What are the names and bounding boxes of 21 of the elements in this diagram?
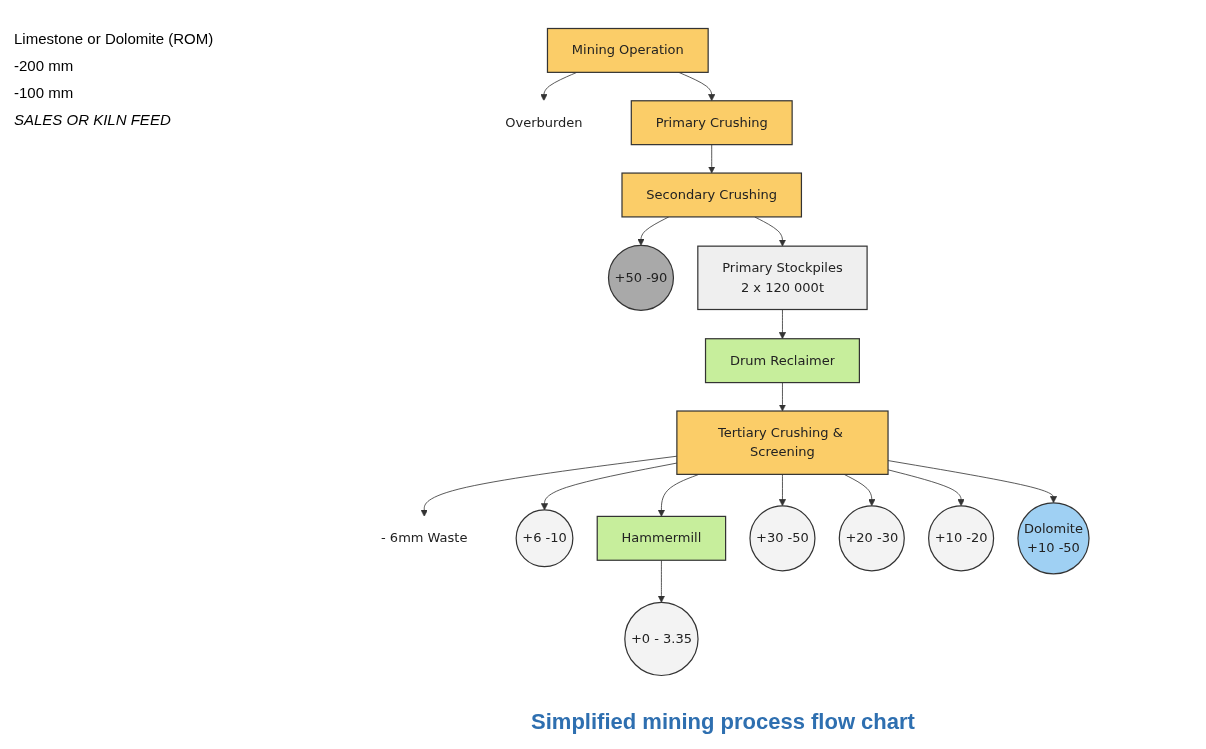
node-circle: +50 -90 (608, 244, 675, 311)
annotation-text: -200 mm (14, 57, 75, 74)
node-circle: Dolomite +10 -50 (1017, 501, 1090, 574)
node-circle: +6 -10 (515, 508, 574, 567)
node-circle: +10 -20 (928, 504, 995, 571)
node-box: Primary Stockpiles 2 x 120 000t (697, 245, 868, 310)
node-circle: +30 -50 (749, 504, 816, 571)
annotation-text: -100 mm (14, 84, 75, 101)
node-box: Mining Operation (547, 27, 709, 73)
node-box: Hammermill (596, 515, 727, 561)
node-box: Secondary Crushing (621, 171, 803, 218)
node-box: Drum Reclaimer (705, 337, 861, 383)
annotation-text: Limestone or Dolomite (ROM) (14, 30, 215, 47)
node-text: Overburden (505, 114, 583, 130)
node-box: Primary Crushing (630, 99, 793, 145)
node-box: Tertiary Crushing & Screening (676, 409, 889, 475)
node-circle: +0 - 3.35 (624, 601, 699, 676)
caption: Simplified mining process flow chart (531, 709, 915, 735)
node-text: - 6mm Waste (381, 529, 468, 546)
node-circle: +20 -30 (838, 504, 905, 571)
note-text: SALES OR KILN FEED (14, 111, 172, 128)
